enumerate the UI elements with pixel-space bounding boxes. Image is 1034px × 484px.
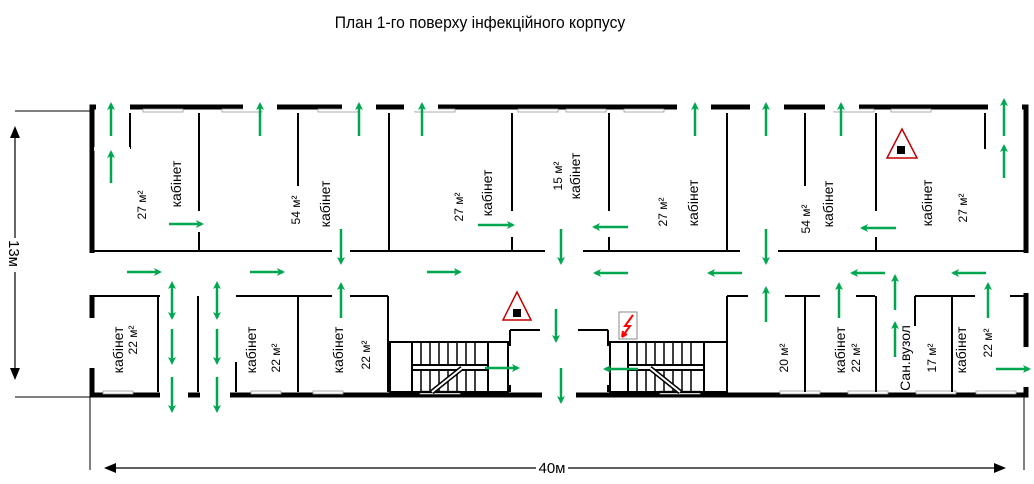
room-area: 15 м² bbox=[551, 162, 565, 191]
room-name: кабінет bbox=[479, 169, 495, 216]
room-area: 22 м² bbox=[359, 341, 373, 370]
evacuation-arrows bbox=[107, 98, 1031, 413]
room-area: 22 м² bbox=[981, 329, 995, 358]
room-area: 22 м² bbox=[269, 344, 283, 373]
width-label: 40м bbox=[539, 460, 566, 477]
room-area: 27 м² bbox=[956, 194, 970, 223]
height-label: 13м bbox=[5, 240, 22, 267]
electric-hazard-sign-icon bbox=[618, 311, 638, 340]
room-name: кабінет bbox=[243, 326, 259, 373]
room-area: 27 м² bbox=[135, 191, 149, 220]
room-name: кабінет bbox=[110, 326, 126, 373]
room-area: 54 м² bbox=[799, 205, 813, 234]
room-area: 27 м² bbox=[656, 198, 670, 227]
room-area: 54 м² bbox=[289, 196, 303, 225]
room-area: 22 м² bbox=[849, 344, 863, 373]
room-name: кабінет bbox=[953, 326, 969, 373]
staircase-east bbox=[609, 341, 728, 394]
fire-extinguisher-sign-icon bbox=[885, 127, 919, 159]
room-name: кабінет bbox=[330, 326, 346, 373]
room-area: 17 м² bbox=[925, 344, 939, 373]
plan-title: План 1-го поверху інфекційного корпусу bbox=[334, 13, 626, 32]
room-name: Сан.вузол bbox=[897, 325, 913, 391]
room-name: кабінет bbox=[832, 326, 848, 373]
dimension-width: 40м bbox=[89, 397, 1025, 477]
room-labels: кабінет 27 м² кабінет 54 м² кабінет 27 м… bbox=[110, 152, 995, 391]
room-area: 20 м² bbox=[777, 344, 791, 373]
room-name: кабінет bbox=[919, 179, 935, 226]
dimension-height: 13м bbox=[5, 110, 92, 398]
room-area: 22 м² bbox=[126, 326, 140, 355]
room-name: кабінет bbox=[317, 180, 333, 227]
room-name: кабінет bbox=[168, 160, 184, 207]
room-name: кабінет bbox=[567, 152, 583, 199]
room-area: 27 м² bbox=[452, 193, 466, 222]
fire-extinguisher-sign-icon bbox=[501, 290, 533, 321]
room-name: кабінет bbox=[820, 180, 836, 227]
interior-walls bbox=[94, 113, 1024, 392]
room-name: кабінет bbox=[685, 179, 701, 226]
